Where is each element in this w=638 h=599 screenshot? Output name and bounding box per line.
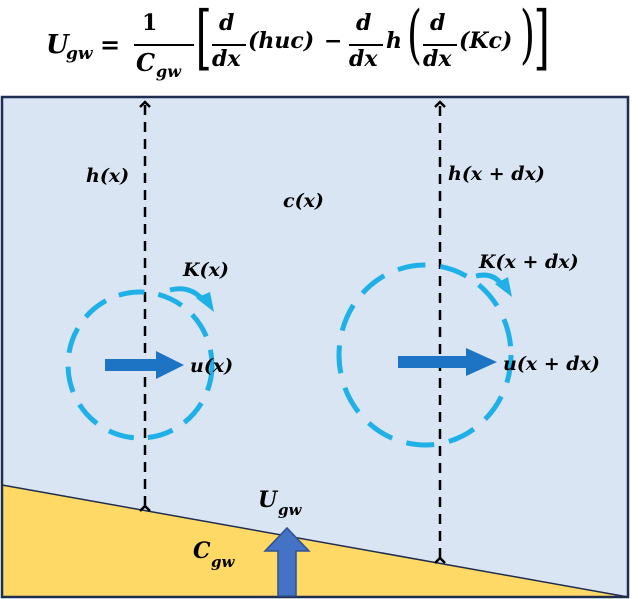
label-c-x: c(x) [283,190,324,212]
eq-d2: d [356,10,372,36]
eq-frac1-den: C [136,48,156,77]
eq-minus: − [324,28,343,54]
eddy-circle-right [336,262,514,448]
eq-h: h [386,28,402,54]
label-K-x: K(x) [182,259,229,281]
eq-lbracket: [ [195,0,212,78]
label-C-gw-sub: gw [211,553,235,571]
fraction-bar [349,44,383,46]
fraction-bar [423,44,457,46]
eq-term1: (huc) [248,28,315,54]
label-C-gw: C [193,538,211,564]
label-u-x: u(x) [190,355,233,377]
bed-surface-line [1,484,629,598]
eq-frac1-den-sub: gw [156,62,181,81]
velocity-arrowhead-right [466,348,497,376]
domain-border [0,95,630,599]
governing-equation: U gw = 1 C gw [ d dx (huc) − d dx h ( d … [0,0,638,95]
diffusivity-arrowhead-right [495,277,512,297]
eq-dx3: dx [423,46,452,72]
eq-lhs: U [46,30,69,60]
velocity-arrowhead-left [156,351,184,379]
eddy-circle-left [65,289,215,441]
diffusivity-arrowhead-left [196,292,214,312]
eq-equals: = [100,30,121,59]
label-u-xdx: u(x + dx) [503,353,600,375]
eq-term2: (Kc) [459,28,513,54]
eq-lparen: ( [406,0,422,72]
eq-frac1-num: 1 [142,10,158,36]
groundwater-flux-arrow [263,526,311,597]
eq-d1: d [219,10,235,36]
label-h-xdx: h(x + dx) [448,163,545,185]
label-U-gw: U [258,487,279,513]
eq-dx1: dx [212,46,241,72]
velocity-arrow-right [398,356,470,368]
fraction-bar [212,44,246,46]
eq-rbracket: ] [533,0,550,78]
label-h-x: h(x) [86,165,129,187]
eq-dx2: dx [349,46,378,72]
velocity-arrow-left [105,359,161,371]
fraction-bar [134,44,194,46]
label-U-gw-sub: gw [278,501,302,519]
eq-rparen: ) [519,0,535,72]
eq-d3: d [430,10,446,36]
label-K-xdx: K(x + dx) [478,251,579,273]
eq-lhs-sub: gw [66,44,93,64]
